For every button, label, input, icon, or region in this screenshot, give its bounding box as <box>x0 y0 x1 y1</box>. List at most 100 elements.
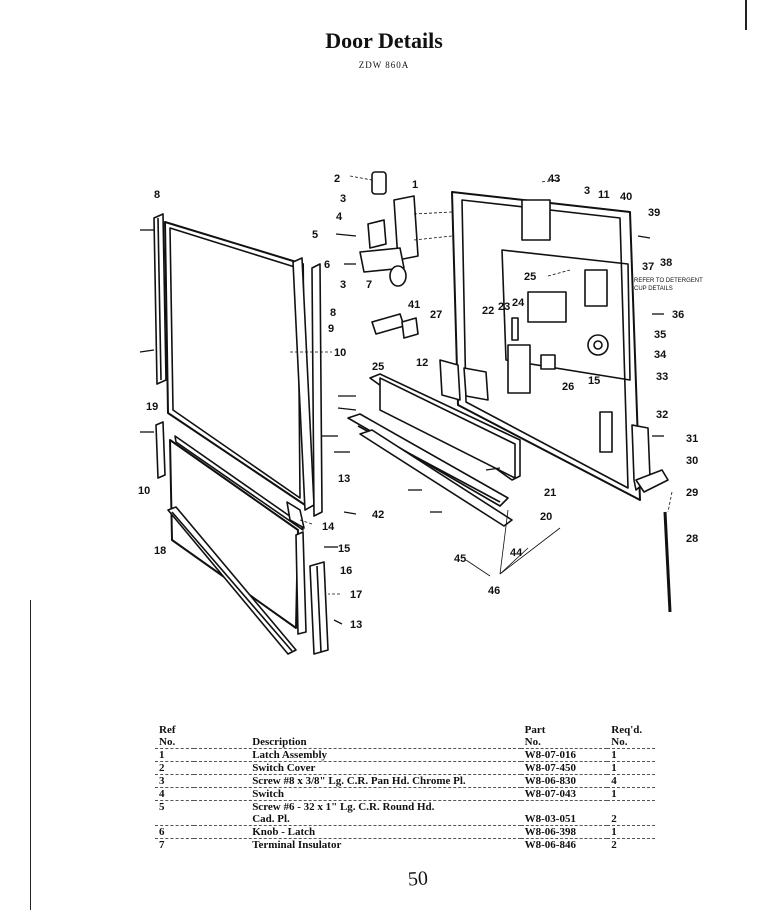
inner-door-liner <box>451 191 641 501</box>
callout-3c: 3 <box>340 279 346 291</box>
page-title: Door Details <box>325 28 443 53</box>
callout-18: 18 <box>154 545 166 557</box>
row-description: Switch <box>252 788 284 800</box>
row-part: W8-06-846 <box>524 839 576 851</box>
callout-3b: 3 <box>584 185 590 197</box>
callout-40: 40 <box>620 191 632 203</box>
row-description: Terminal Insulator <box>252 839 342 851</box>
row-part: W8-07-450 <box>524 762 576 774</box>
table-row: 3 Screw #8 x 3/8" Lg. C.R. Pan Hd. Chrom… <box>155 775 655 788</box>
callout-10: 10 <box>334 347 346 359</box>
callout-22: 22 <box>482 305 494 317</box>
page-number: 50 <box>407 867 429 891</box>
row-qty <box>607 801 655 814</box>
callout-25b: 25 <box>372 361 384 373</box>
callout-41: 41 <box>408 299 420 311</box>
table-row: 2 Switch Cover W8-07-450 1 <box>155 762 655 775</box>
model-number: ZDW 860A <box>358 60 410 70</box>
callout-39: 39 <box>648 207 660 219</box>
callout-5: 5 <box>312 229 318 241</box>
header-part-no: No. <box>524 736 541 748</box>
callout-37: 37 <box>642 261 654 273</box>
header-req: Req'd. <box>611 724 643 736</box>
row-ref: 2 <box>159 762 165 774</box>
callout-29: 29 <box>686 487 698 499</box>
row-part <box>521 801 608 814</box>
callout-38: 38 <box>660 257 672 269</box>
callout-27: 27 <box>430 309 442 321</box>
row-ref: 5 <box>159 801 165 813</box>
row-description: Switch Cover <box>252 762 316 774</box>
row-description: Knob - Latch <box>252 826 316 838</box>
callout-25: 25 <box>524 271 536 283</box>
callout-45: 45 <box>454 553 466 565</box>
row-part: W8-03-051 <box>524 813 576 825</box>
callout-35: 35 <box>654 329 666 341</box>
callout-14: 14 <box>322 521 335 533</box>
scan-edge-right <box>745 0 747 30</box>
row-description: Screw #8 x 3/8" Lg. C.R. Pan Hd. Chrome … <box>252 775 466 787</box>
row-qty: 1 <box>611 762 617 774</box>
callout-11: 11 <box>598 189 610 201</box>
table-row: 1 Latch Assembly W8-07-016 1 <box>155 749 655 762</box>
row-ref: 7 <box>159 839 165 851</box>
callout-31: 31 <box>686 433 698 445</box>
callout-6: 6 <box>324 259 330 271</box>
callout-17: 17 <box>350 589 362 601</box>
row-ref: 1 <box>159 749 165 761</box>
callout-1: 1 <box>412 179 418 191</box>
callout-34: 34 <box>654 349 667 361</box>
side-strip <box>155 421 166 479</box>
callout-15: 15 <box>338 543 350 555</box>
row-ref <box>155 813 194 826</box>
callout-7: 7 <box>366 279 372 291</box>
callout-30: 30 <box>686 455 698 467</box>
row-description: Screw #6 - 32 x 1" Lg. C.R. Round Hd. <box>252 801 435 813</box>
row-part: W8-06-398 <box>524 826 576 838</box>
header-ref: Ref <box>159 724 176 736</box>
callout-36: 36 <box>672 309 684 321</box>
callout-19: 19 <box>146 401 158 413</box>
callout-26: 26 <box>562 381 574 393</box>
callout-32: 32 <box>656 409 668 421</box>
callout-21: 21 <box>544 487 556 499</box>
callout-10b: 10 <box>138 485 150 497</box>
detergent-note-line2: CUP DETAILS <box>634 286 673 292</box>
row-part: W8-06-830 <box>524 775 576 787</box>
lower-trim <box>295 531 307 635</box>
callout-43: 43 <box>548 173 560 185</box>
row-qty: 1 <box>611 749 617 761</box>
row-qty: 2 <box>611 813 617 825</box>
row-ref: 4 <box>159 788 165 800</box>
callout-44: 44 <box>510 547 523 559</box>
table-row: 6 Knob - Latch W8-06-398 1 <box>155 826 655 839</box>
row-description: Latch Assembly <box>252 749 328 761</box>
row-ref: 6 <box>159 826 165 838</box>
lower-panel <box>169 439 299 629</box>
row-part: W8-07-043 <box>524 788 576 800</box>
callout-23: 23 <box>498 301 510 313</box>
row-qty: 4 <box>611 775 617 787</box>
callout-42: 42 <box>372 509 384 521</box>
callout-12: 12 <box>416 357 428 369</box>
table-row: 5 Screw #6 - 32 x 1" Lg. C.R. Round Hd. <box>155 801 655 814</box>
callout-46: 46 <box>488 585 500 597</box>
callout-8: 8 <box>154 189 160 201</box>
callout-4: 4 <box>336 211 343 223</box>
callout-15b: 15 <box>588 375 600 387</box>
row-part: W8-07-016 <box>524 749 576 761</box>
scan-edge-left <box>30 600 31 910</box>
row-qty: 2 <box>611 839 617 851</box>
exploded-door-diagram: 1 2 3 4 5 6 7 8 9 10 11 12 13 14 15 16 1… <box>138 171 703 655</box>
table-row: Cad. Pl. W8-03-051 2 <box>155 813 655 826</box>
table-row: 7 Terminal Insulator W8-06-846 2 <box>155 839 655 852</box>
header-part: Part <box>524 724 546 736</box>
callout-2: 2 <box>334 173 340 185</box>
callout-9: 9 <box>328 323 334 335</box>
row-qty: 1 <box>611 788 617 800</box>
callout-3: 3 <box>340 193 346 205</box>
row-qty: 1 <box>611 826 617 838</box>
callout-24: 24 <box>512 297 525 309</box>
callout-20: 20 <box>540 511 552 523</box>
row-description: Cad. Pl. <box>252 813 290 825</box>
